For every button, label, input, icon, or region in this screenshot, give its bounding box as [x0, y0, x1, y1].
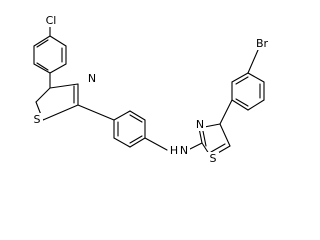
bond [129, 110, 146, 121]
bond [77, 104, 115, 121]
bond [144, 137, 168, 151]
bond [210, 143, 226, 153]
bromine-atom-label: Br [256, 37, 269, 50]
bond [129, 137, 146, 148]
bond [35, 87, 51, 103]
bond [33, 63, 51, 74]
thiazole-sulfur-label: S [210, 152, 217, 165]
bond [219, 123, 231, 147]
thiazole-sulfur-label: S [34, 113, 41, 126]
bond [33, 35, 51, 47]
bond [129, 114, 143, 123]
bond [235, 98, 249, 107]
bond [247, 99, 265, 111]
bond [187, 142, 203, 151]
bond [49, 83, 79, 89]
chlorine-atom-label: Cl [46, 14, 57, 27]
bond [42, 104, 79, 121]
amine-nitrogen-label: H [170, 144, 178, 157]
bond [247, 72, 265, 83]
bond [231, 72, 249, 83]
atom-labels: Cl Br N S N S H N [31, 13, 272, 165]
thiazole-nitrogen-label: N [88, 72, 96, 85]
bonds [33, 25, 265, 158]
molecule-structure: Cl Br N S N S H N [31, 13, 272, 165]
bond [202, 130, 207, 147]
bond [49, 63, 67, 74]
bond [113, 137, 131, 148]
amine-nitrogen-label: N [180, 144, 188, 157]
bond [129, 135, 143, 144]
bond [235, 76, 249, 85]
bond [113, 110, 131, 121]
bond [49, 35, 67, 47]
bond [219, 99, 233, 125]
bond [36, 62, 49, 71]
bond [247, 49, 259, 74]
bond [231, 99, 249, 111]
bond [36, 39, 49, 48]
thiazole-nitrogen-label: N [196, 118, 204, 131]
